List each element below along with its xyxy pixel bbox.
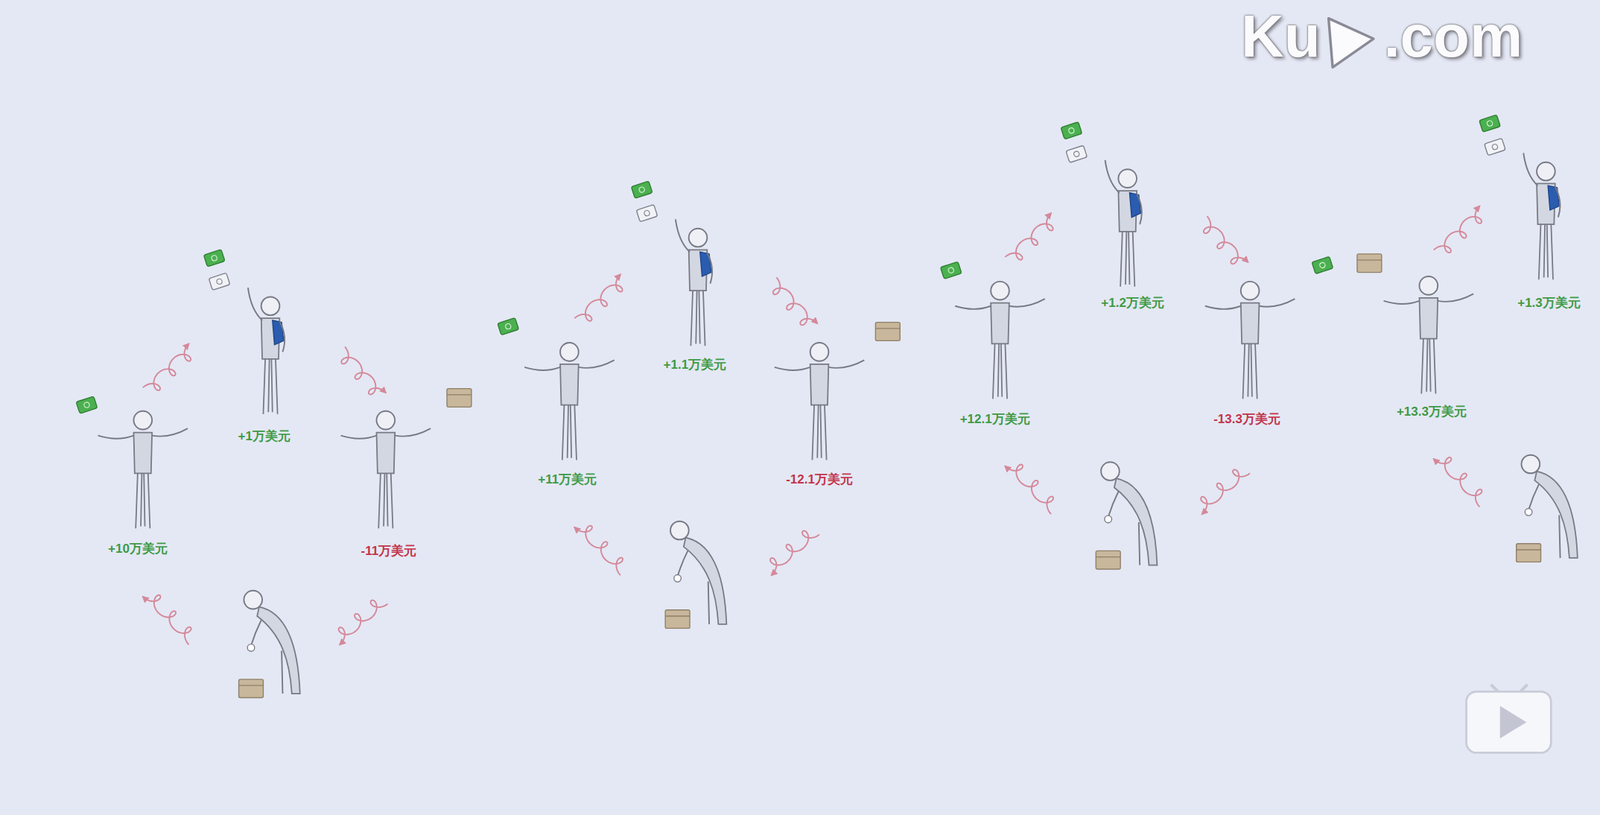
amount-label: +10万美元 (108, 542, 168, 557)
cash-icon (636, 204, 658, 222)
cycle-group (1311, 114, 1578, 562)
cash-icon (208, 272, 231, 290)
banker-figure (248, 287, 285, 415)
cycle-group (497, 181, 900, 628)
flow-curl (574, 525, 623, 576)
flow-curl (1004, 213, 1053, 260)
flow-curl (770, 531, 820, 576)
amount-label: -12.1万美元 (785, 472, 853, 488)
cash-icon (1060, 122, 1083, 140)
amount-label: +11万美元 (537, 472, 597, 488)
flow-curl (1203, 216, 1249, 264)
worker-figure (243, 590, 300, 694)
parcel-icon (1095, 550, 1121, 570)
worker-figure (670, 521, 727, 625)
person-figure (1383, 276, 1475, 394)
cycle-group (75, 249, 472, 698)
flow-curl (1200, 469, 1250, 514)
person-figure (341, 411, 432, 529)
amount-label: -11万美元 (361, 543, 418, 558)
flow-curl (143, 595, 192, 646)
person-figure (98, 411, 189, 529)
flow-curl (341, 347, 386, 395)
person-figure (1205, 281, 1296, 399)
cash-icon (497, 318, 520, 336)
parcel-icon (446, 388, 472, 408)
cash-icon (75, 396, 98, 414)
flow-curl (338, 600, 389, 646)
amount-label: +1万美元 (238, 429, 291, 444)
person-figure (774, 342, 865, 460)
video-badge (1466, 685, 1552, 753)
flow-curl (1433, 206, 1482, 254)
parcel-icon (1516, 543, 1542, 563)
cash-icon (1311, 256, 1334, 274)
flow-curl (1004, 464, 1054, 515)
parcel-icon (875, 322, 900, 342)
worker-figure (1521, 455, 1578, 558)
flow-curl (773, 277, 818, 325)
watermark-icon (1328, 18, 1374, 68)
worker-figure (1100, 461, 1157, 565)
amount-label: +1.1万美元 (663, 358, 728, 373)
cash-icon (940, 261, 962, 279)
flow-curl (143, 343, 191, 391)
amount-label: +1.2万美元 (1100, 296, 1165, 311)
banker-figure (1105, 160, 1142, 287)
amount-label: +12.1万美元 (960, 412, 1031, 427)
cash-icon (203, 249, 225, 267)
banker-figure (675, 218, 713, 346)
parcel-icon (665, 610, 690, 629)
amount-label: +1.3万美元 (1517, 296, 1581, 311)
amount-label: +13.3万美元 (1396, 405, 1467, 420)
parcel-icon (1357, 254, 1382, 273)
cash-icon (1065, 145, 1088, 163)
watermark: Ku (1240, 3, 1321, 70)
cycle-group (940, 122, 1382, 570)
flow-curl (574, 274, 622, 322)
cash-icon (630, 181, 653, 199)
cash-icon (1479, 114, 1501, 132)
flow-curl (1433, 457, 1483, 508)
watermark: .com (1383, 3, 1523, 70)
person-figure (954, 281, 1046, 399)
cash-icon (1484, 138, 1507, 156)
banker-figure (1523, 152, 1560, 280)
amount-label: -13.3万美元 (1213, 412, 1281, 427)
parcel-icon (239, 679, 264, 698)
person-figure (524, 342, 615, 460)
